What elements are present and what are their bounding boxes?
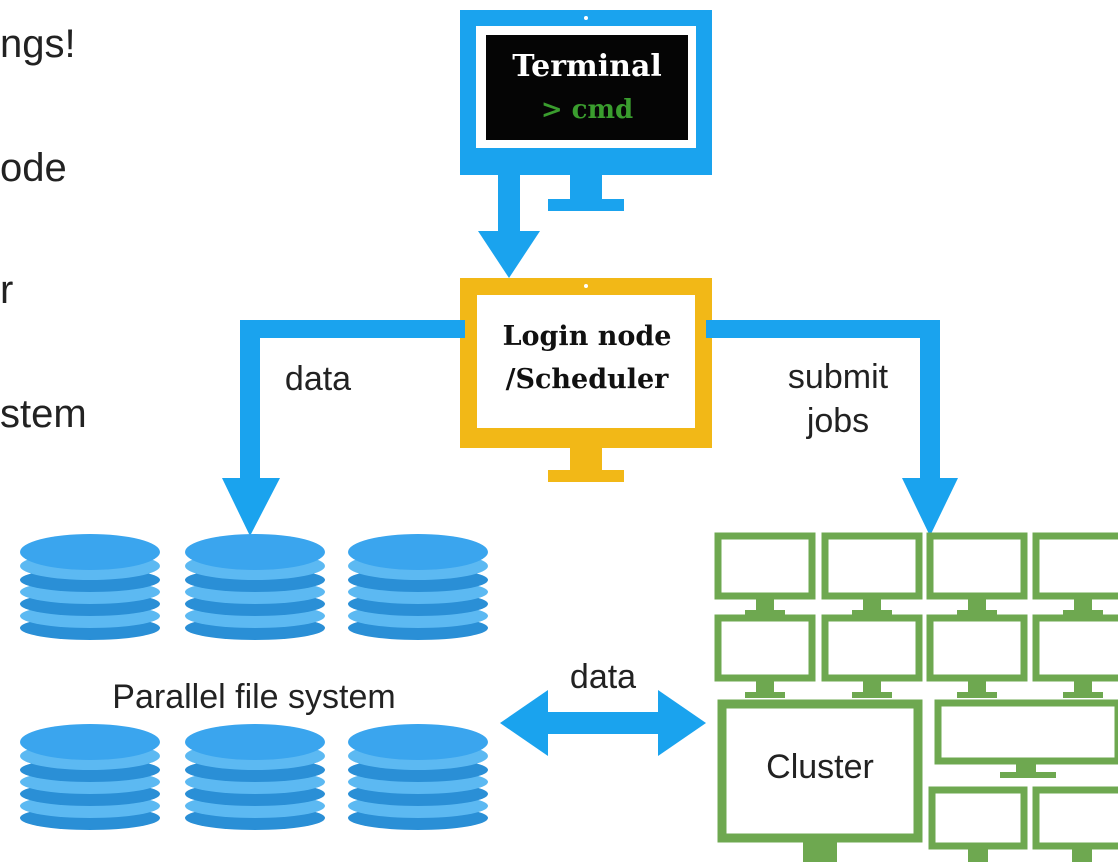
side-text-line-1: ngs! (0, 22, 76, 66)
side-text-line-4: stem (0, 392, 87, 436)
login-to-storage-arrow (222, 320, 465, 536)
login-node-line1: Login node (503, 321, 672, 352)
terminal-command: > cmd (541, 95, 633, 125)
login-to-cluster-arrow (706, 320, 958, 536)
login-node-line2: /Scheduler (506, 364, 670, 395)
cluster-label: Cluster (766, 748, 874, 786)
right-edge-label-line1: submit (788, 358, 889, 396)
side-text-line-2: ode (0, 146, 67, 190)
login-monitor-icon (460, 278, 712, 482)
cluster-monitor-icon (718, 536, 1118, 862)
storage-cluster-data-arrow (500, 690, 706, 756)
left-edge-label: data (285, 360, 351, 398)
terminal-monitor-icon (460, 10, 712, 211)
right-edge-label-line2: jobs (806, 402, 869, 440)
bottom-edge-label: data (570, 658, 636, 696)
storage-label: Parallel file system (112, 678, 395, 716)
terminal-title: Terminal (512, 49, 662, 84)
side-text-line-3: r (0, 268, 14, 312)
terminal-to-login-arrow (478, 175, 540, 278)
